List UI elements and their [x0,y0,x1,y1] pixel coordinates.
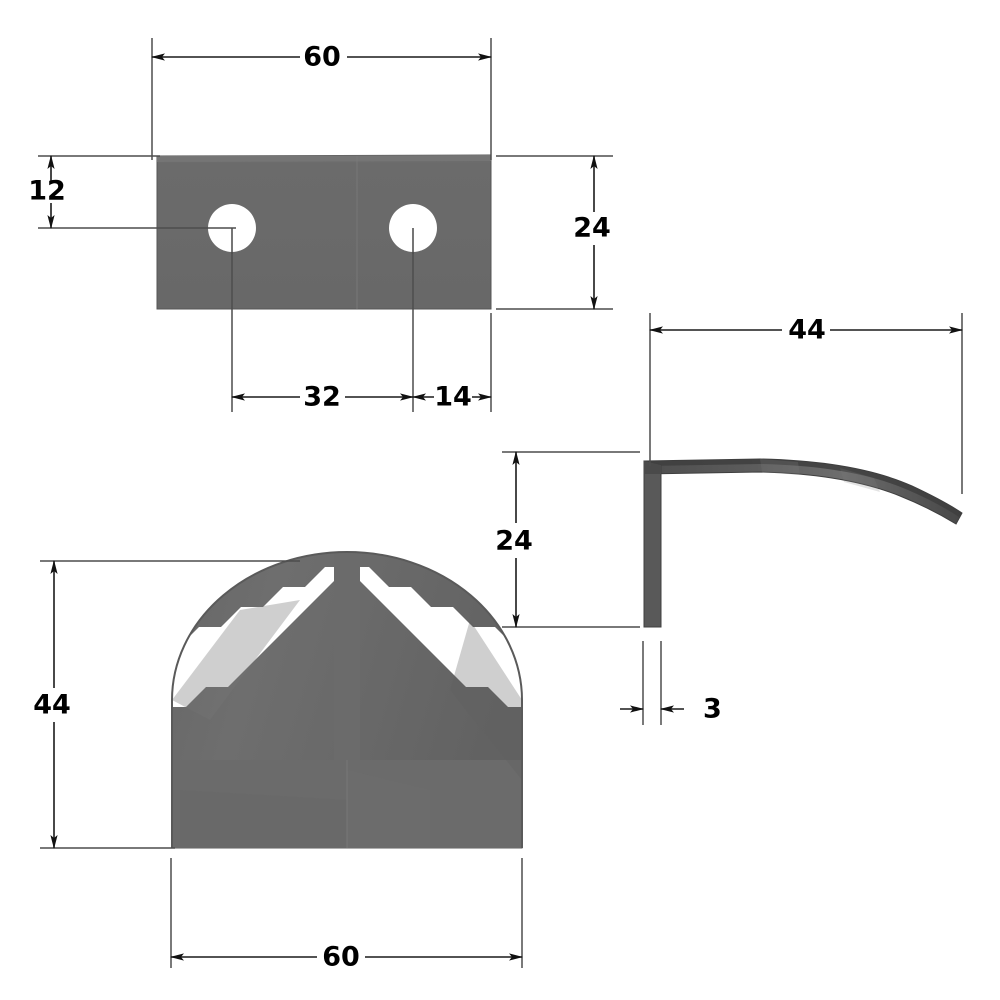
dimension-hole-right-edge: 14 [412,382,492,413]
bracket-vertical-leg [643,460,662,628]
slot-left-1 [205,567,348,687]
dimension-top-height: 24 [496,155,613,310]
slot-right-6 [556,667,699,787]
slot-left-4 [172,627,222,747]
dimension-front-height: 44 [33,560,300,849]
side-view-bracket [643,458,963,628]
dimension-top-width: 60 [151,38,492,160]
front-view-group: 44 60 [0,551,699,973]
slot-right-5 [514,647,522,767]
dim-label-hole-right-edge: 14 [434,382,472,413]
dimension-side-length: 44 [649,313,963,494]
dim-label-top-width: 60 [303,42,341,73]
top-view-group: 60 12 24 [28,38,613,413]
dim-label-top-height: 24 [573,213,611,244]
dimension-side-height: 24 [495,451,640,628]
bracket-corner-shade [644,461,661,474]
plate-body [156,154,492,310]
dim-label-thickness: 3 [703,694,722,725]
dimension-thickness: 3 [620,641,722,725]
base-facet-left [180,790,347,848]
arm-facet-2 [840,468,880,492]
slot-left-2 [172,587,306,707]
slot-right-2 [388,587,522,707]
slot-left-6 [0,667,138,787]
plate-hole-right [389,204,437,254]
dim-label-side-height: 24 [495,526,533,557]
slot-right-4 [472,627,522,747]
dim-label-front-height: 44 [33,690,71,721]
slot-right-1 [346,567,489,687]
dimension-hole-spacing-group: 32 14 [231,252,492,413]
dim-label-front-width: 60 [322,942,360,973]
arm-facet-1 [760,459,800,475]
dimension-hole-offset-vertical: 12 [28,155,236,229]
dimension-hole-spacing: 32 [231,382,414,413]
base-facet-right [347,770,430,848]
side-view-group: 44 24 3 [495,313,963,725]
dimension-front-width: 60 [170,858,523,973]
front-dome-outline [171,551,523,848]
dome-facet-left [172,600,300,720]
plate-top-chamfer [157,155,491,162]
dome-facet-right [450,620,522,780]
dim-label-hole-spacing: 32 [303,382,341,413]
slot-right-3 [430,607,522,727]
dim-label-side-length: 44 [788,315,826,346]
slot-left-3 [172,607,264,727]
chevron-slot-pattern [0,552,699,848]
top-view-plate [156,154,492,310]
bracket-arm-top-edge [648,459,962,517]
dim-label-hole-offset: 12 [28,176,66,207]
